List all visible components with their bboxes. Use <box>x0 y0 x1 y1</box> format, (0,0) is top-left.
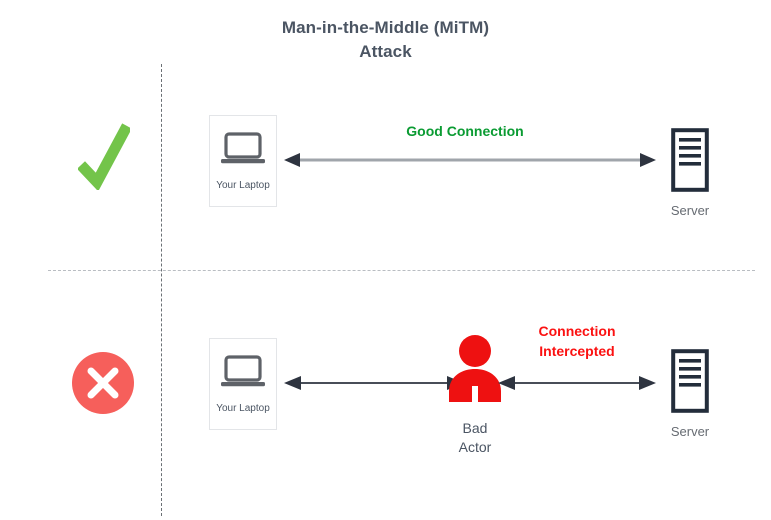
arrow-good-connection <box>284 148 656 172</box>
intercepted-line-1: Connection <box>538 323 616 339</box>
connection-intercepted-caption: Connection Intercepted <box>512 321 642 361</box>
laptop-icon <box>220 355 266 389</box>
node-bad-actor: Bad Actor <box>441 334 509 457</box>
good-connection-text: Good Connection <box>406 123 524 139</box>
vertical-dashed-divider <box>161 64 162 516</box>
server-icon <box>671 128 709 196</box>
arrow-laptop-to-actor <box>284 371 464 395</box>
server-icon <box>671 349 709 417</box>
intercepted-line-2: Intercepted <box>539 343 615 359</box>
title-line-1: Man-in-the-Middle (MiTM) <box>281 18 490 37</box>
server-label: Server <box>670 203 710 218</box>
bad-actor-label-line-1: Bad <box>462 420 488 436</box>
node-server-intercepted: Server <box>655 349 725 439</box>
red-x-circle-icon <box>72 352 134 414</box>
bad-actor-label: Bad Actor <box>441 419 509 457</box>
node-your-laptop-intercepted: Your Laptop <box>209 338 277 430</box>
bad-actor-person-icon <box>444 335 506 412</box>
laptop-label: Your Laptop <box>216 403 270 414</box>
laptop-label: Your Laptop <box>216 180 270 191</box>
node-server-good: Server <box>655 128 725 218</box>
laptop-icon <box>220 132 266 166</box>
bad-actor-label-line-2: Actor <box>458 439 492 455</box>
server-label: Server <box>670 424 710 439</box>
good-connection-caption: Good Connection <box>370 123 560 139</box>
title-line-2: Attack <box>359 42 412 61</box>
green-check-icon <box>76 120 132 192</box>
node-your-laptop-good: Your Laptop <box>209 115 277 207</box>
arrow-actor-to-server <box>498 371 656 395</box>
horizontal-dashed-divider <box>48 270 755 271</box>
page-title: Man-in-the-Middle (MiTM) Attack <box>0 16 771 64</box>
